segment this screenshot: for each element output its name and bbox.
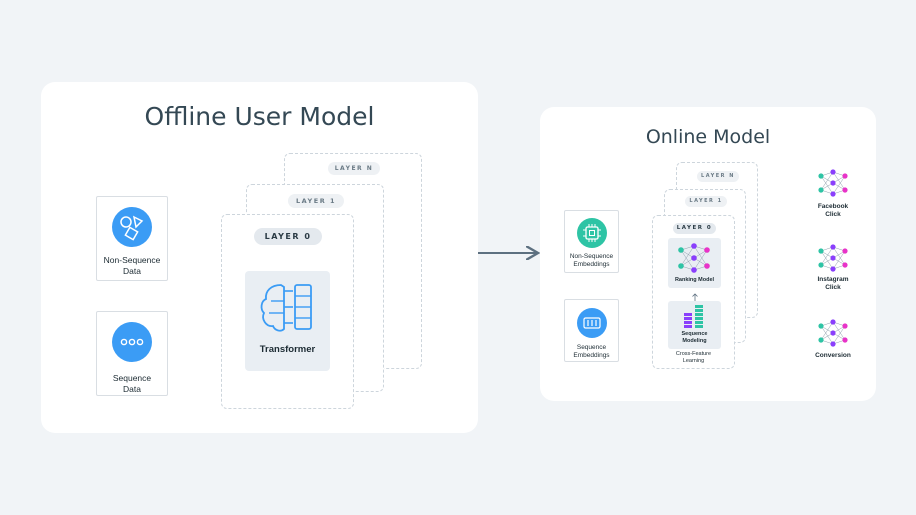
output-instagram-click: Instagram Click xyxy=(813,243,853,295)
instagram-label-2: Click xyxy=(825,284,841,292)
seq-emb-label-1: Sequence xyxy=(576,344,607,351)
stacked-bars-icon xyxy=(684,305,703,328)
transformer-label: Transformer xyxy=(259,344,316,355)
sequence-data-card: Sequence Data xyxy=(96,311,168,396)
network-icon xyxy=(818,244,848,272)
output-conversion: Conversion xyxy=(813,318,853,366)
seq-label-2: Data xyxy=(123,383,141,394)
sequence-embeddings-card: Sequence Embeddings xyxy=(564,299,619,362)
seq-label-1: Sequence xyxy=(112,373,152,383)
non-sequence-data-card: Non-Sequence Data xyxy=(96,196,168,281)
nonseq-label-2: Data xyxy=(123,265,141,276)
offline-layer-0-pill: LAYER 0 xyxy=(254,228,322,245)
sequence-modeling-label-2: Modeling xyxy=(682,337,707,344)
dots-icon xyxy=(112,322,152,362)
cross-feature-label-1: Cross-Feature xyxy=(675,351,712,357)
ranking-model-block: Ranking Model xyxy=(668,238,721,288)
sequence-bars-icon xyxy=(577,308,607,338)
transformer-block: Transformer xyxy=(245,271,330,371)
network-icon xyxy=(818,319,848,347)
online-layer-1-pill: LAYER 1 xyxy=(685,196,727,207)
brain-network-icon xyxy=(257,279,318,337)
offline-layer-0: LAYER 0 Transformer xyxy=(221,214,354,409)
nonseq-label-1: Non-Sequence xyxy=(103,255,161,265)
facebook-label-2: Click xyxy=(825,211,841,219)
seq-emb-label-2: Embeddings xyxy=(573,352,610,360)
offline-layer-1-pill: LAYER 1 xyxy=(288,194,344,208)
online-layer-0-pill: LAYER 0 xyxy=(673,223,716,234)
nonseq-emb-label-2: Embeddings xyxy=(573,261,610,269)
arrow-up-icon xyxy=(691,290,699,303)
network-icon xyxy=(818,169,848,197)
shapes-icon xyxy=(112,207,152,247)
sequence-modeling-label-1: Sequence xyxy=(681,331,708,337)
output-facebook-click: Facebook Click xyxy=(813,168,853,220)
cross-feature-label-2: Learning xyxy=(682,357,705,364)
instagram-label-1: Instagram xyxy=(817,276,849,283)
facebook-label-1: Facebook xyxy=(817,203,849,210)
online-layer-n-pill: LAYER N xyxy=(697,171,739,182)
non-sequence-embeddings-card: Non-Sequence Embeddings xyxy=(564,210,619,273)
online-layer-0: LAYER 0 Ranking Model xyxy=(652,215,735,369)
ranking-model-label: Ranking Model xyxy=(674,277,715,283)
sequence-modeling-block: Sequence Modeling xyxy=(668,301,721,349)
chip-icon xyxy=(577,218,607,248)
offline-layer-n-pill: LAYER N xyxy=(328,162,380,175)
ranking-network-icon xyxy=(678,243,710,273)
nonseq-emb-label-1: Non-Sequence xyxy=(569,253,614,260)
online-title: Online Model xyxy=(645,126,771,148)
conversion-label: Conversion xyxy=(815,352,851,359)
offline-title: Offline User Model xyxy=(144,102,375,131)
